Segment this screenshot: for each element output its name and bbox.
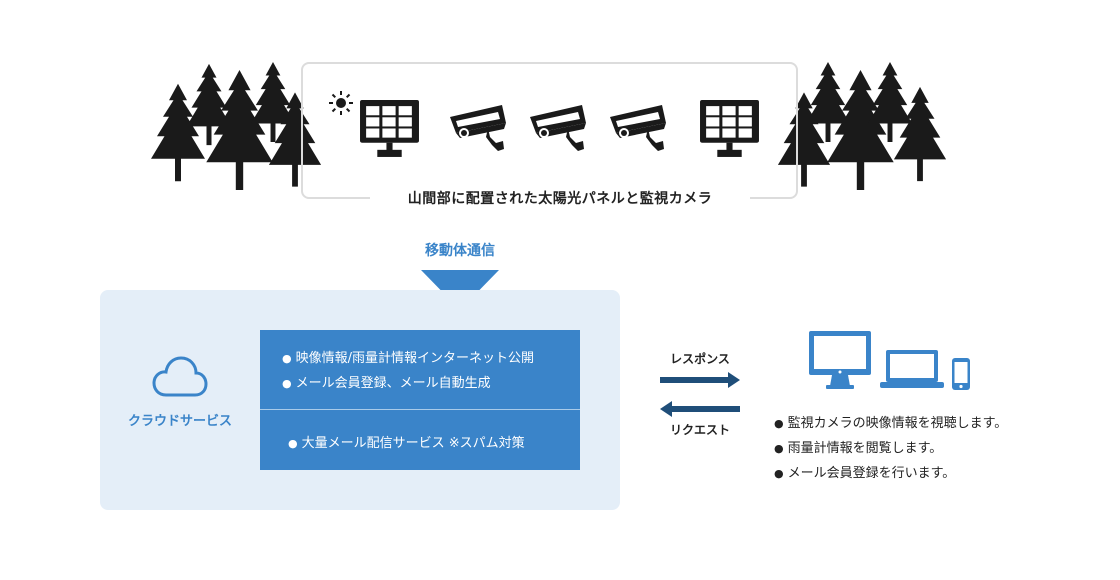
camera-icon — [528, 103, 592, 153]
forest-right-icon — [777, 62, 947, 190]
desktop-icon — [809, 331, 871, 389]
solar-panel-icon — [359, 99, 420, 160]
sun-icon — [329, 91, 353, 115]
smartphone-icon — [952, 358, 970, 390]
request-label: リクエスト — [669, 423, 730, 437]
solar-panel-icon — [699, 99, 760, 160]
client-item: 監視カメラの映像情報を視聴します。 — [774, 412, 1008, 431]
service-item: メール会員登録、メール自動生成 — [282, 372, 491, 391]
client-item: メール会員登録を行います。 — [774, 462, 956, 481]
service-item: 大量メール配信サービス ※スパム対策 — [288, 432, 525, 451]
site-caption: 山間部に配置された太陽光パネルと監視カメラ — [370, 186, 750, 212]
camera-icon — [448, 103, 512, 153]
camera-icon — [608, 103, 672, 153]
mobile-network-label: 移動体通信 — [425, 243, 495, 259]
response-label: レスポンス — [670, 352, 730, 366]
service-divider — [260, 409, 580, 410]
response-arrow-icon — [660, 372, 740, 388]
request-arrow-icon — [660, 401, 740, 417]
service-item: 映像情報/雨量計情報インターネット公開 — [282, 347, 534, 366]
cloud-icon — [152, 356, 208, 397]
cloud-service-label: クラウドサービス — [127, 414, 232, 429]
client-item: 雨量計情報を閲覧します。 — [774, 437, 943, 456]
laptop-icon — [880, 350, 944, 388]
